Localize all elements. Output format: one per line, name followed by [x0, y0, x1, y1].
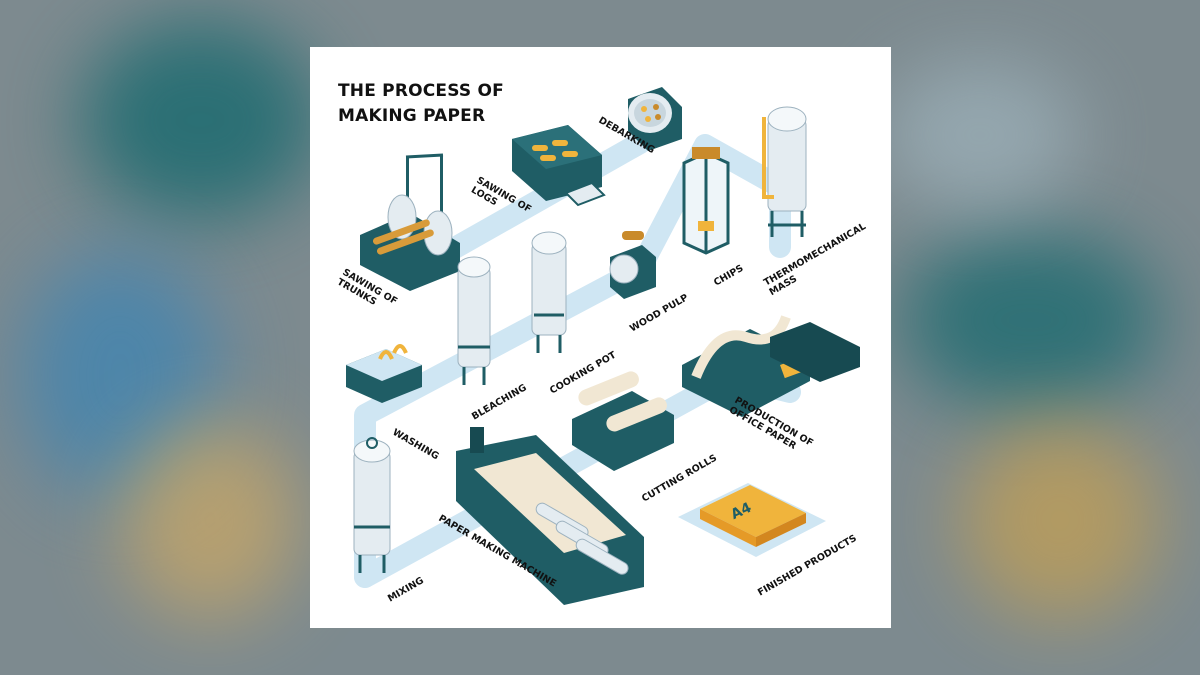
sawing-logs-machine: [512, 125, 606, 207]
chips-tower: [682, 147, 730, 255]
process-illustration: A4: [346, 87, 860, 605]
bleaching-tank: [457, 256, 491, 385]
flow-path-branch: [419, 132, 651, 273]
mixing-tank: [353, 437, 391, 573]
page-title-line2: MAKING PAPER: [338, 106, 486, 126]
washing-unit: [346, 344, 422, 403]
cooking-pot-tank: [531, 231, 567, 353]
sawing-trunks-machine: [360, 153, 460, 291]
paper-making-machine: [456, 427, 644, 605]
page-title-line1: THE PROCESS OF: [338, 81, 504, 101]
cutting-rolls-machine: [572, 371, 674, 471]
debarking-machine: [628, 87, 682, 151]
page-title: THE PROCESS OF MAKING PAPER: [338, 79, 504, 129]
infographic-card: A4 THE PROCESS OF MAKING PAPER DEBARKING…: [310, 47, 891, 628]
wood-pulp-machine: [609, 231, 656, 299]
bg-blob: [960, 420, 1160, 620]
a4-box-label: A4: [729, 500, 755, 523]
bg-blob: [120, 420, 300, 620]
bg-blob: [80, 20, 320, 220]
bg-blob: [900, 230, 1160, 410]
thermomechanical-tank: [762, 106, 807, 237]
bg-blob: [880, 60, 1080, 210]
office-paper-production-line: [682, 315, 860, 417]
finished-products-pad: A4: [678, 483, 826, 557]
